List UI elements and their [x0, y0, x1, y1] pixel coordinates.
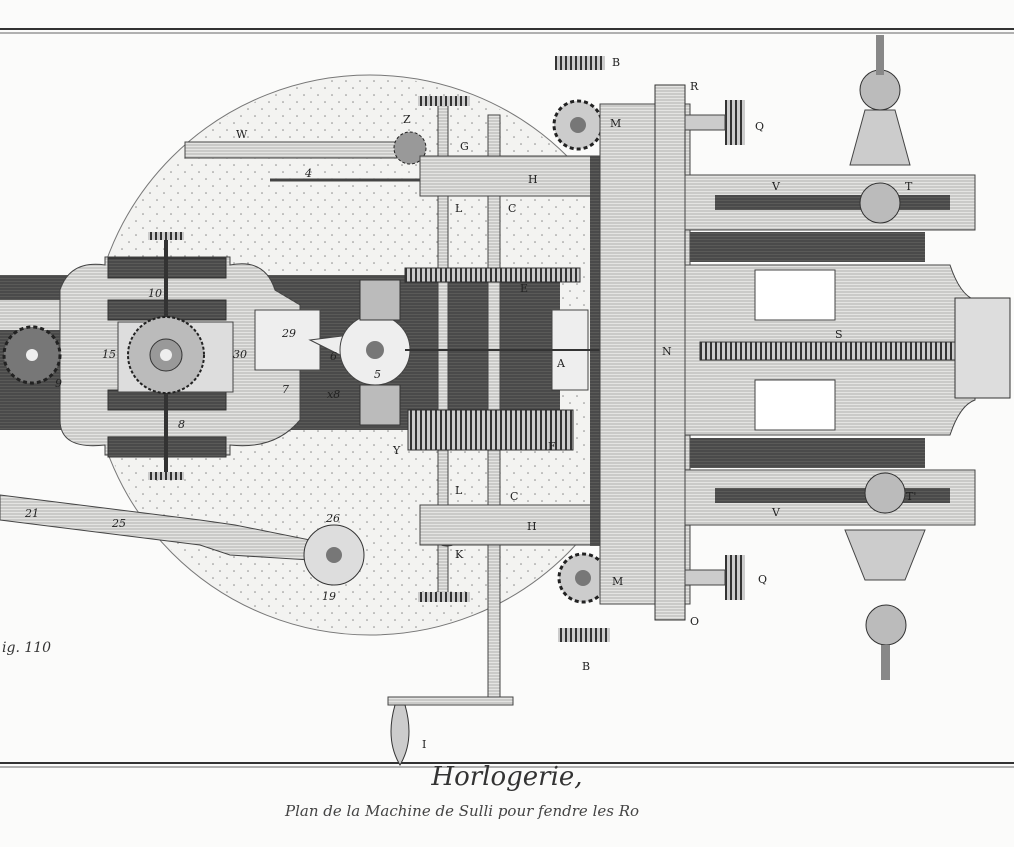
plate-border	[0, 28, 1014, 768]
label-l: L	[455, 484, 463, 497]
number-29: 29	[281, 327, 296, 340]
label-r: R	[690, 80, 699, 93]
number-26: 26	[325, 512, 340, 525]
label-q: Q	[758, 573, 767, 586]
label-g: G	[460, 140, 469, 153]
label-l: L	[455, 202, 463, 215]
label-w: W	[236, 128, 248, 141]
label-a: A	[556, 357, 566, 370]
gear-e	[404, 267, 581, 283]
label-s: S	[835, 328, 843, 341]
label-o: O	[690, 615, 699, 628]
label-h: H	[527, 520, 537, 533]
number-25: 25	[111, 517, 126, 530]
plate-subtitle: Plan de la Machine de Sulli pour fendre …	[285, 802, 640, 820]
number-labels: 4 5 6 7 8 9 10 15 19 21 25 26 x8 29 30	[24, 167, 381, 603]
label-m: M	[612, 575, 623, 588]
cutter-wheel	[127, 316, 205, 394]
label-z: Z	[403, 113, 411, 126]
label-v: V	[771, 506, 781, 519]
number-15: 15	[102, 348, 116, 361]
letter-labels: B B M M R Q Q V V T T' W Z G H H C C L L…	[236, 56, 916, 751]
figure-number: ig. 110	[2, 640, 52, 656]
label-c: C	[510, 490, 518, 503]
label-v: V	[771, 180, 781, 193]
label-m: M	[610, 117, 621, 130]
label-y: Y	[392, 444, 401, 457]
label-i: I	[422, 738, 426, 751]
number-19: 19	[322, 590, 336, 603]
rod-w	[184, 141, 416, 159]
number-8: 8	[178, 418, 185, 431]
pinion-9	[2, 325, 62, 385]
crank-handle	[387, 696, 514, 766]
number-6: 6	[330, 350, 337, 363]
label-f: F	[548, 440, 556, 453]
label-b: B	[612, 56, 620, 69]
label-q: Q	[755, 120, 764, 133]
label-e: E	[520, 282, 528, 295]
gear-f	[407, 409, 574, 451]
label-h: H	[528, 173, 538, 186]
label-t: T	[905, 180, 913, 193]
number-5: 5	[374, 368, 381, 381]
number-9: 9	[55, 377, 62, 390]
label-b: B	[582, 660, 590, 673]
number-30: 30	[233, 348, 247, 361]
label-k: K	[455, 548, 464, 561]
number-4: 4	[304, 167, 312, 180]
number-21: 21	[24, 507, 39, 520]
label-t-prime: T'	[906, 490, 916, 503]
number-10: 10	[148, 287, 162, 300]
number-7: 7	[282, 383, 289, 396]
number-28: x8	[327, 388, 340, 401]
plate-title: Horlogerie,	[431, 762, 583, 792]
label-n: N	[662, 345, 672, 358]
label-c: C	[508, 202, 516, 215]
